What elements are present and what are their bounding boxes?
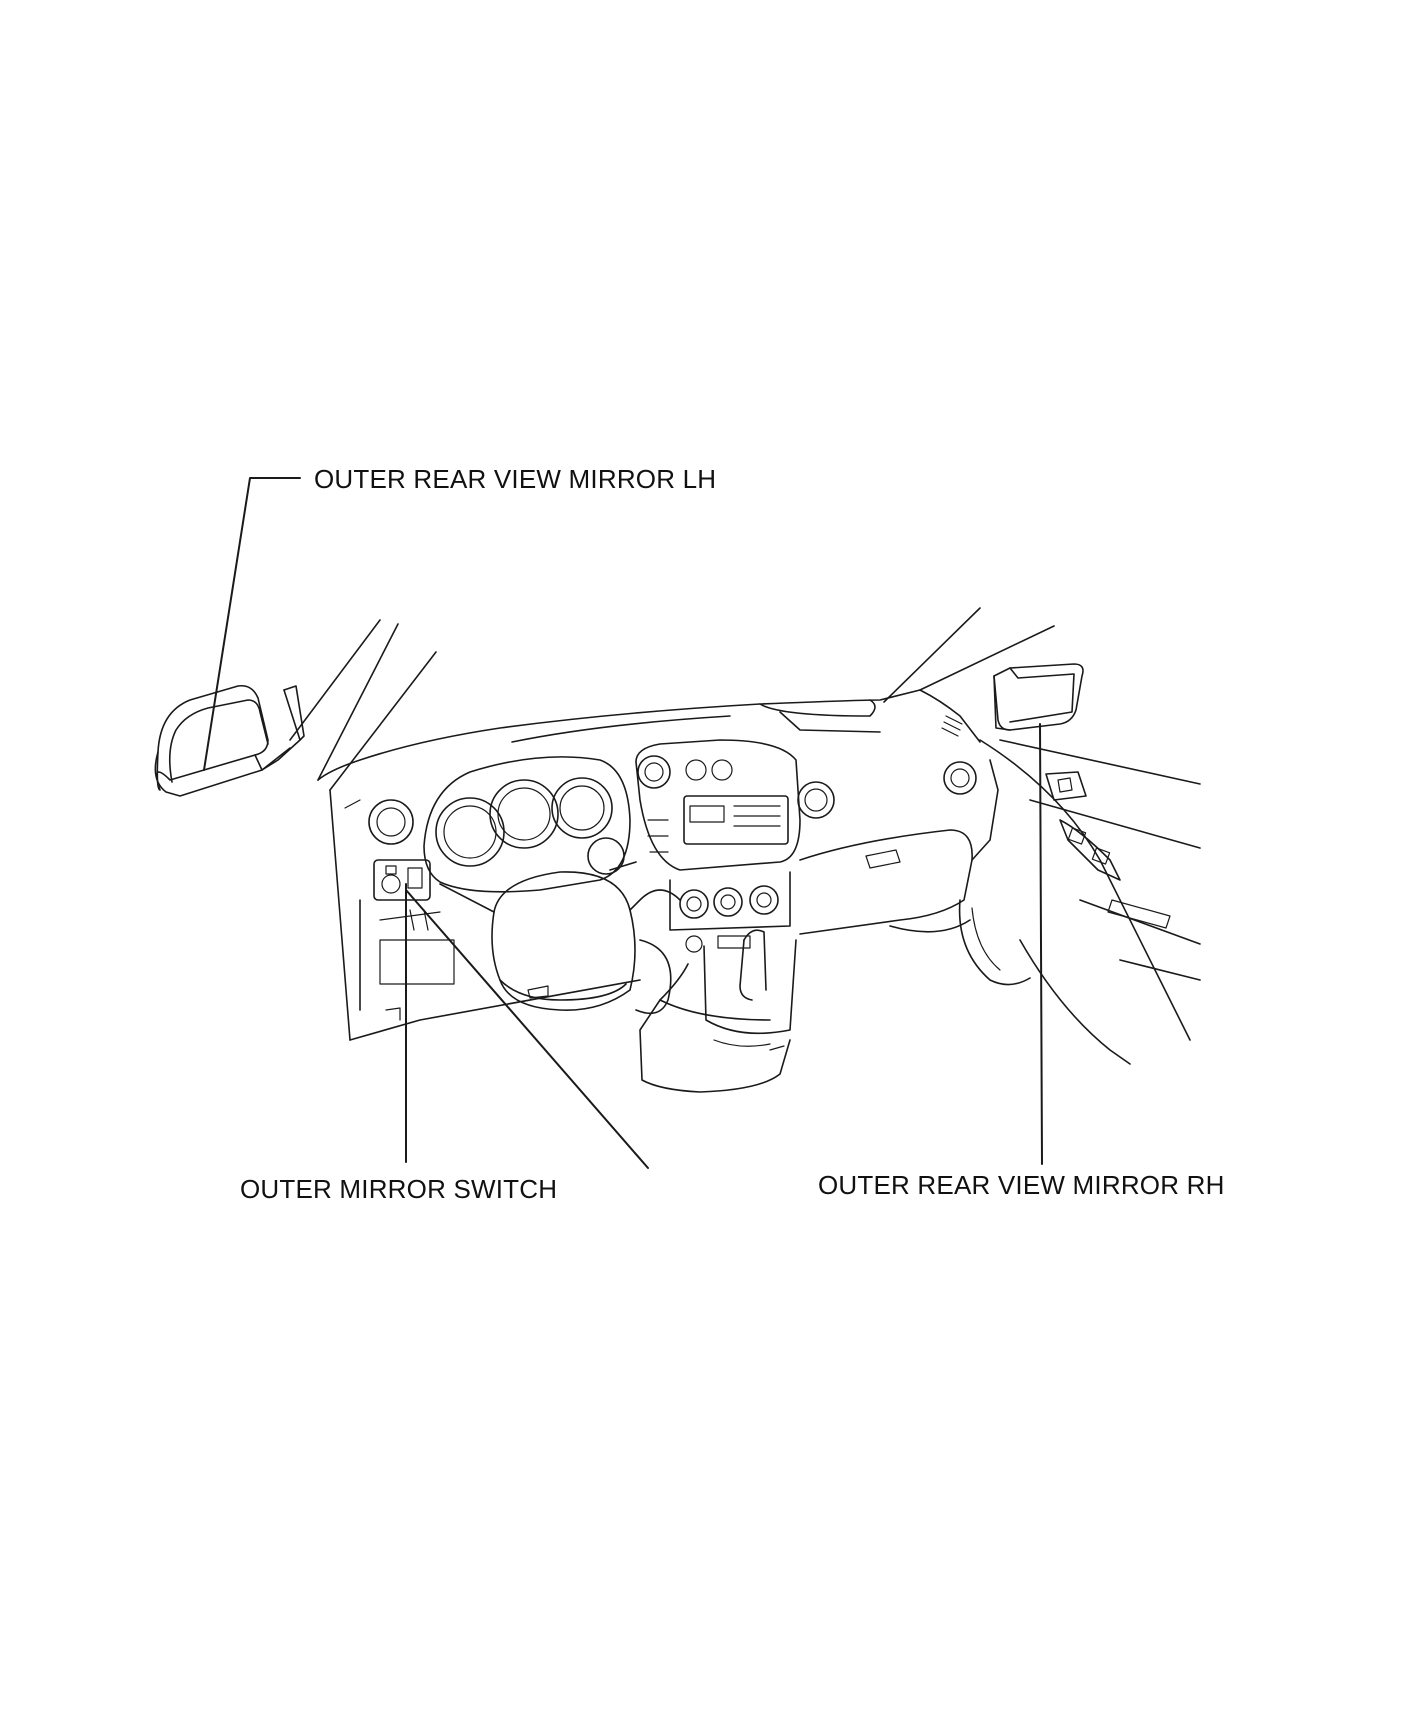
leader-lines — [203, 477, 1043, 1169]
right-door-panel — [958, 739, 1201, 1065]
label-outer-rear-view-mirror-lh: OUTER REAR VIEW MIRROR LH — [314, 464, 717, 494]
gear-shifter-console — [639, 929, 797, 1093]
steering-wheel — [439, 861, 681, 1015]
left-outer-mirror — [154, 684, 305, 797]
passenger-dash — [797, 759, 999, 935]
center-stack — [635, 739, 801, 871]
left-a-pillar — [289, 619, 437, 791]
label-outer-rear-view-mirror-rh: OUTER REAR VIEW MIRROR RH — [818, 1170, 1225, 1200]
label-outer-mirror-switch: OUTER MIRROR SWITCH — [240, 1174, 558, 1204]
right-outer-mirror — [941, 663, 1084, 737]
left-air-vent — [344, 799, 414, 845]
instrument-cluster — [423, 756, 631, 893]
dashboard-top — [317, 689, 981, 781]
lower-left-dash — [329, 789, 641, 1041]
mirror-switch-panel — [373, 859, 431, 901]
right-a-pillar — [883, 607, 1055, 703]
climate-controls — [669, 871, 791, 953]
